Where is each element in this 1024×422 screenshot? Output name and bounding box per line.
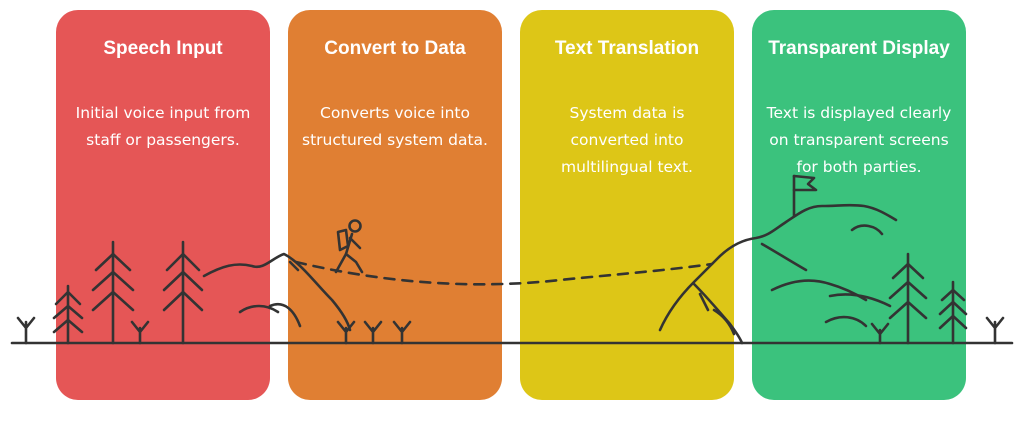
stage-description: System data is converted into multilingu… xyxy=(561,104,693,176)
stage-title: Speech Input xyxy=(103,38,223,59)
stage-title: Transparent Display xyxy=(768,38,950,59)
stage-text-translation: Text Translation System data is converte… xyxy=(520,10,734,400)
stage-convert-to-data: Convert to Data Converts voice into stru… xyxy=(288,10,502,400)
stage-speech-input: Speech Input Initial voice input from st… xyxy=(56,10,270,400)
stage-title: Convert to Data xyxy=(324,38,466,59)
stage-description: Initial voice input from staff or passen… xyxy=(75,104,251,149)
grass-sprout-icon xyxy=(16,316,36,345)
stage-description: Text is displayed clearly on transparent… xyxy=(766,104,952,176)
stage-description: Converts voice into structured system da… xyxy=(302,104,488,149)
grass-sprout-icon xyxy=(985,316,1005,345)
stage-transparent-display: Transparent Display Text is displayed cl… xyxy=(752,10,966,400)
stage-title: Text Translation xyxy=(554,38,700,59)
